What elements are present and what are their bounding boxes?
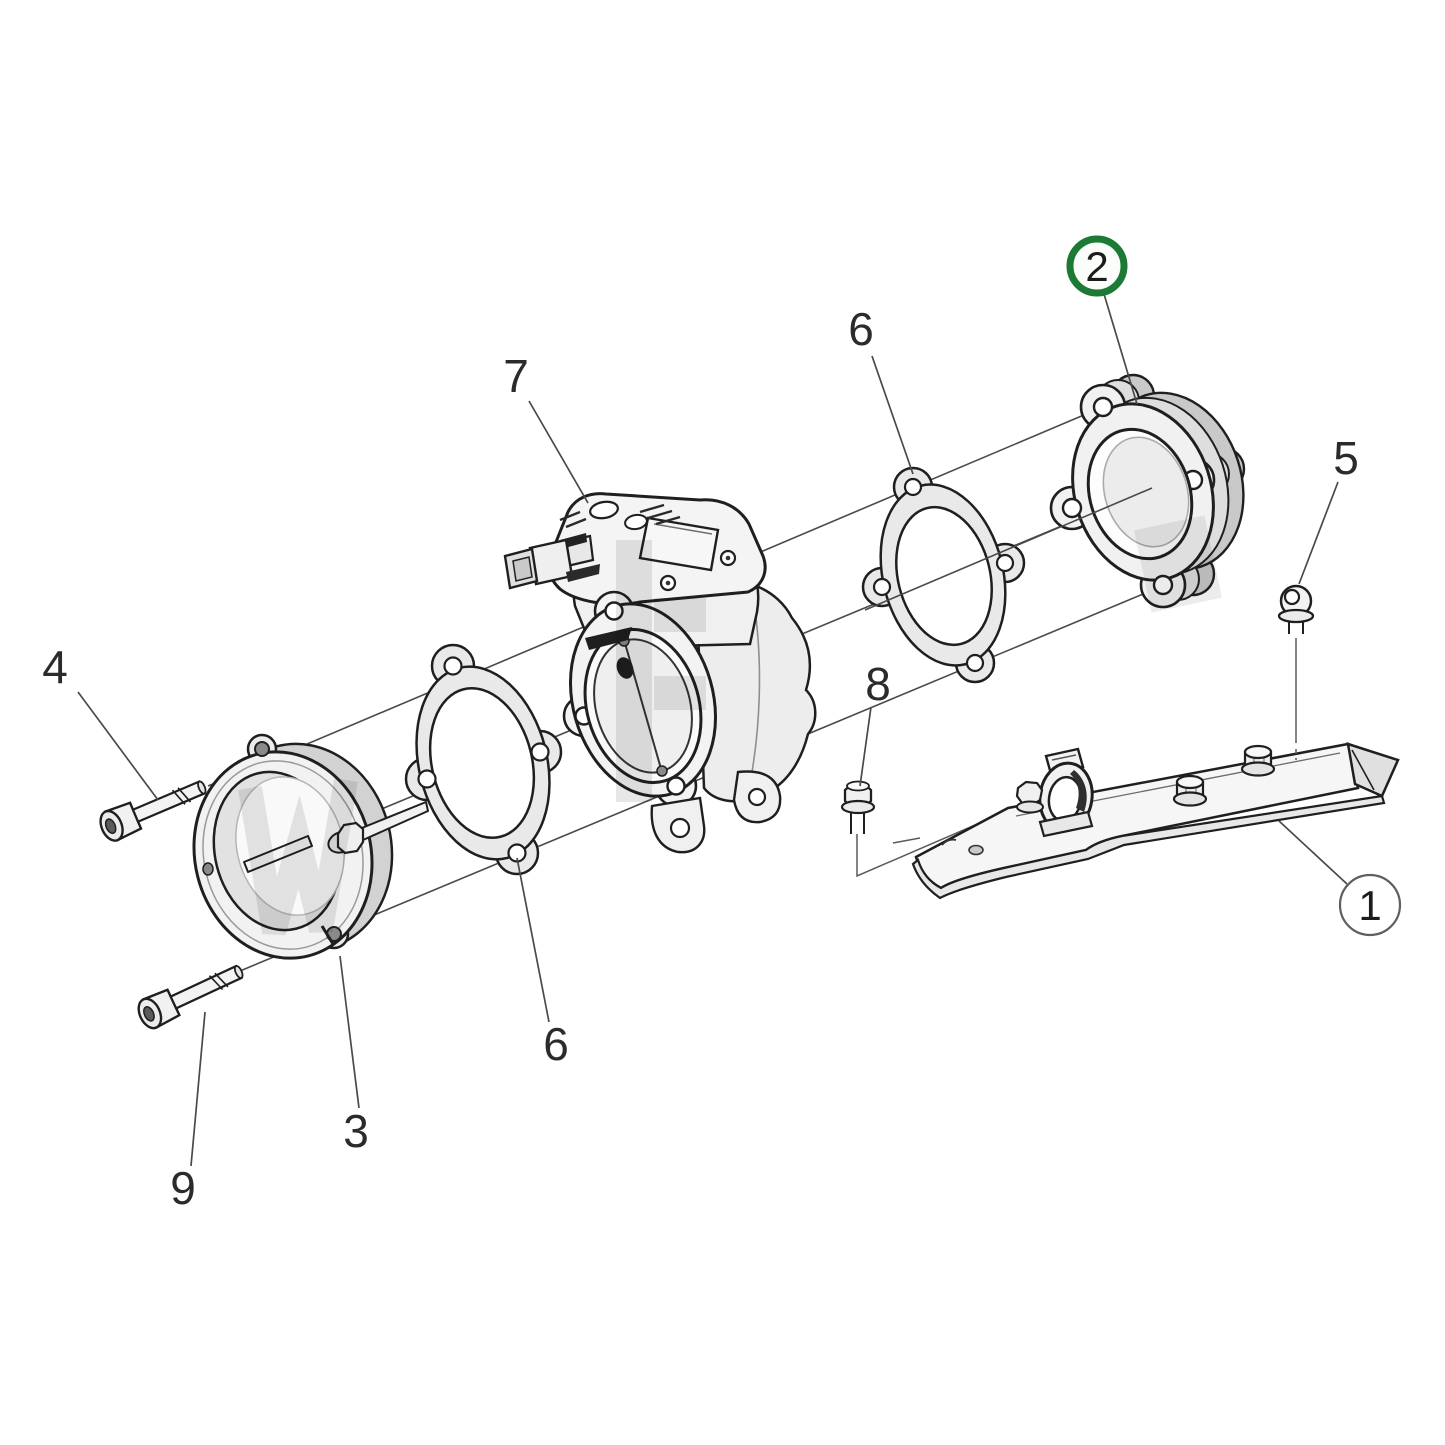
bracket-thickness xyxy=(911,794,1386,900)
watermark-shape xyxy=(238,778,358,936)
callout-2-circle[interactable] xyxy=(1066,235,1128,297)
cover-opening xyxy=(589,500,619,520)
gasket-hole xyxy=(443,656,463,676)
nut-inner-ring xyxy=(1283,588,1301,606)
part-6-gasket-upper xyxy=(861,466,1026,684)
bracket-fold-line xyxy=(1351,749,1375,791)
bolt-head-face xyxy=(137,997,163,1030)
bolt-shaft xyxy=(131,780,206,824)
bolt8-flange xyxy=(840,799,876,815)
bracket-slot-mark xyxy=(941,838,957,846)
gasket-hole xyxy=(995,553,1015,573)
nut-flange xyxy=(1277,608,1315,624)
bolt-socket xyxy=(143,1006,155,1022)
leader-3 xyxy=(339,955,360,1109)
part-4-bolt xyxy=(99,780,207,842)
cover-screw-dot xyxy=(725,555,731,561)
bolt-tip xyxy=(197,780,207,795)
callout-2-label: 2 xyxy=(1085,243,1108,290)
cover-vents xyxy=(559,503,681,529)
bracket-hole xyxy=(968,844,984,856)
watermark-shape xyxy=(654,598,706,632)
gasket-hole xyxy=(965,653,985,673)
callout-7[interactable]: 7 xyxy=(503,350,529,402)
part-8-bolt xyxy=(840,780,876,834)
callout-1[interactable]: 1 xyxy=(1338,873,1402,937)
callout-5[interactable]: 5 xyxy=(1333,432,1359,484)
connector-shadow xyxy=(566,564,600,582)
axis-line-into-ring xyxy=(864,487,1153,611)
bolt-head-face xyxy=(99,809,124,842)
leader-9 xyxy=(190,1011,206,1167)
cover-opening xyxy=(624,513,648,531)
leader-1 xyxy=(1278,820,1348,885)
gasket-hole xyxy=(417,769,437,789)
callout-3[interactable]: 3 xyxy=(343,1105,369,1157)
cover-screw-dot xyxy=(665,580,671,586)
bracket-clamp xyxy=(1015,747,1094,838)
shaft-hub xyxy=(656,765,668,777)
thread-mark xyxy=(171,789,186,805)
axis-line-lower xyxy=(239,586,1161,972)
watermark-shape xyxy=(1134,515,1222,613)
ring-hole xyxy=(1061,497,1083,519)
thread-mark xyxy=(208,975,224,991)
callouts: 1 2 3 4 5 6 6 7 8 9 xyxy=(42,235,1402,1214)
housing-seam xyxy=(751,617,761,773)
leader-6-lower xyxy=(516,857,550,1023)
housing-lug-hole xyxy=(747,787,767,807)
gasket-hole xyxy=(872,577,892,597)
bracket-stud xyxy=(1172,774,1208,807)
callout-1-circle[interactable] xyxy=(1338,873,1402,937)
callout-6-upper[interactable]: 6 xyxy=(848,303,874,355)
thread-mark xyxy=(214,972,229,988)
leader-2 xyxy=(1103,293,1138,405)
spacer-ear-top-hole xyxy=(254,741,270,757)
part-9-bolt xyxy=(137,964,244,1030)
callout-4[interactable]: 4 xyxy=(42,641,68,693)
leader-lines xyxy=(77,293,1348,1167)
bolt-socket xyxy=(104,818,117,835)
bracket-ghost-dash xyxy=(892,837,921,844)
part-5-nut xyxy=(1277,584,1315,760)
callout-1-label: 1 xyxy=(1358,882,1381,929)
leader-6-upper xyxy=(871,355,914,475)
ring-hole xyxy=(1092,396,1114,418)
bracket-stud xyxy=(1240,744,1276,777)
watermark xyxy=(238,515,1222,936)
callout-2-highlighted[interactable]: 2 xyxy=(1066,235,1128,297)
bolt-shaft xyxy=(169,964,243,1010)
part-6-gasket-lower xyxy=(404,643,563,876)
bolt8-head-top xyxy=(846,780,870,792)
bolt-tip xyxy=(233,965,244,979)
part-7-throttle-body xyxy=(503,492,817,854)
part-1-bracket xyxy=(856,742,1400,900)
cover-pad-line xyxy=(653,523,713,535)
callout-9[interactable]: 9 xyxy=(170,1162,196,1214)
leader-4 xyxy=(77,691,159,801)
connector-socket xyxy=(512,556,533,582)
callout-8[interactable]: 8 xyxy=(865,658,891,710)
gasket-hole xyxy=(903,477,923,497)
flange-bottom-lug-hole xyxy=(669,817,691,839)
leader-7 xyxy=(528,400,589,504)
callout-6-lower[interactable]: 6 xyxy=(543,1018,569,1070)
spacer-boss-left-hole xyxy=(202,862,214,876)
gasket-hole xyxy=(530,742,550,762)
leader-8 xyxy=(859,706,872,787)
watermark-shape xyxy=(616,540,652,802)
thread-mark xyxy=(177,787,192,803)
leader-5 xyxy=(1298,481,1339,585)
watermark-shape xyxy=(654,676,706,710)
